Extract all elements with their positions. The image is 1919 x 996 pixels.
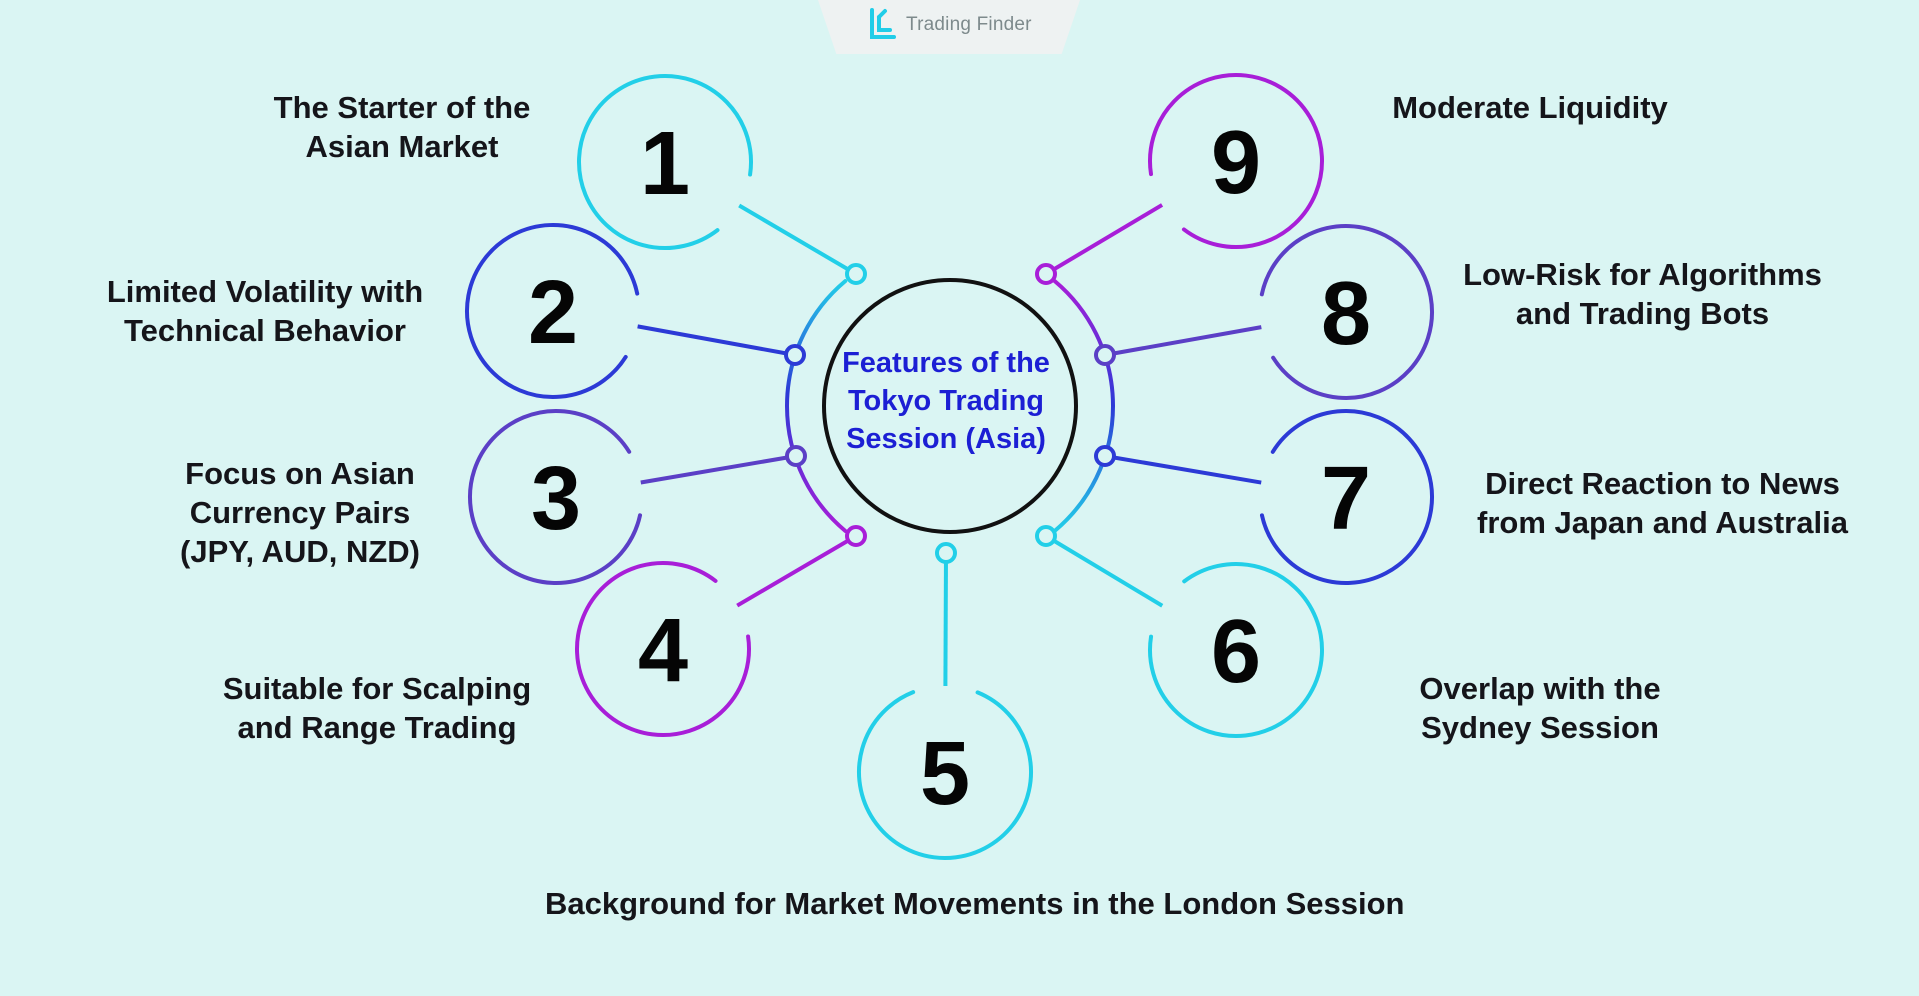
logo-tab xyxy=(818,0,1080,54)
connector-dot-8 xyxy=(1094,344,1116,366)
feature-number-8: 8 xyxy=(1321,264,1371,364)
feature-number-9: 9 xyxy=(1211,113,1261,213)
connector-dot-3 xyxy=(785,445,807,467)
center-title: Features of the Tokyo Trading Session (A… xyxy=(842,347,1050,455)
feature-label-7: Direct Reaction to News from Japan and A… xyxy=(1477,466,1848,540)
feature-node-2 xyxy=(465,223,640,399)
feature-node-1 xyxy=(577,74,753,250)
feature-number-1: 1 xyxy=(640,114,690,214)
spoke-2 xyxy=(637,324,796,357)
spoke-4 xyxy=(736,534,858,608)
connector-dot-4 xyxy=(845,525,867,547)
feature-node-7 xyxy=(1259,409,1434,585)
feature-number-7: 7 xyxy=(1321,449,1371,549)
spoke-7 xyxy=(1104,454,1262,485)
feature-number-3: 3 xyxy=(531,449,581,549)
feature-label-2: Limited Volatility with Technical Behavi… xyxy=(106,274,424,348)
feature-number-2: 2 xyxy=(528,263,578,363)
feature-nodes: 12 34 5 67 89 xyxy=(465,73,1434,860)
feature-node-5 xyxy=(857,690,1033,860)
brand-name: Trading Finder xyxy=(906,14,1032,35)
feature-node-8 xyxy=(1259,224,1434,400)
feature-label-6: Overlap with the Sydney Session xyxy=(1419,671,1661,745)
feature-label-1: The Starter of the Asian Market xyxy=(273,90,531,164)
connector-arcs xyxy=(785,279,1115,533)
connector-dot-5 xyxy=(935,542,957,564)
feature-label-3: Focus on Asian Currency Pairs (JPY, AUD,… xyxy=(180,456,420,569)
connector-dot-1 xyxy=(845,263,867,285)
feature-number-5: 5 xyxy=(920,724,970,824)
feature-label-5: Background for Market Movements in the L… xyxy=(545,886,1405,921)
connector-dot-2 xyxy=(784,344,806,366)
spoke-5 xyxy=(943,552,948,687)
spoke-6 xyxy=(1044,534,1164,608)
left-arc xyxy=(785,279,848,533)
spoke-3 xyxy=(640,454,797,485)
brand-logo: Trading Finder xyxy=(868,5,1032,45)
connector-dot-9 xyxy=(1035,263,1057,285)
spoke-8 xyxy=(1104,325,1262,357)
right-arc xyxy=(1052,279,1115,533)
feature-label-8: Low-Risk for Algorithms and Trading Bots xyxy=(1463,257,1822,331)
feature-label-4: Suitable for Scalping and Range Trading xyxy=(222,671,532,745)
feature-node-3 xyxy=(468,409,643,585)
spoke-9 xyxy=(1044,203,1164,276)
feature-node-6 xyxy=(1148,562,1324,738)
feature-number-4: 4 xyxy=(638,601,688,701)
feature-node-9 xyxy=(1148,73,1324,249)
feature-label-9: Moderate Liquidity xyxy=(1392,90,1668,125)
trading-finder-logo-icon xyxy=(870,8,896,39)
feature-node-4 xyxy=(575,561,751,737)
connector-spokes xyxy=(637,203,1262,687)
feature-number-6: 6 xyxy=(1211,602,1261,702)
center-circle xyxy=(822,278,1078,534)
connector-dot-6 xyxy=(1035,525,1057,547)
connector-dot-7 xyxy=(1094,445,1116,467)
spoke-1 xyxy=(738,203,858,276)
